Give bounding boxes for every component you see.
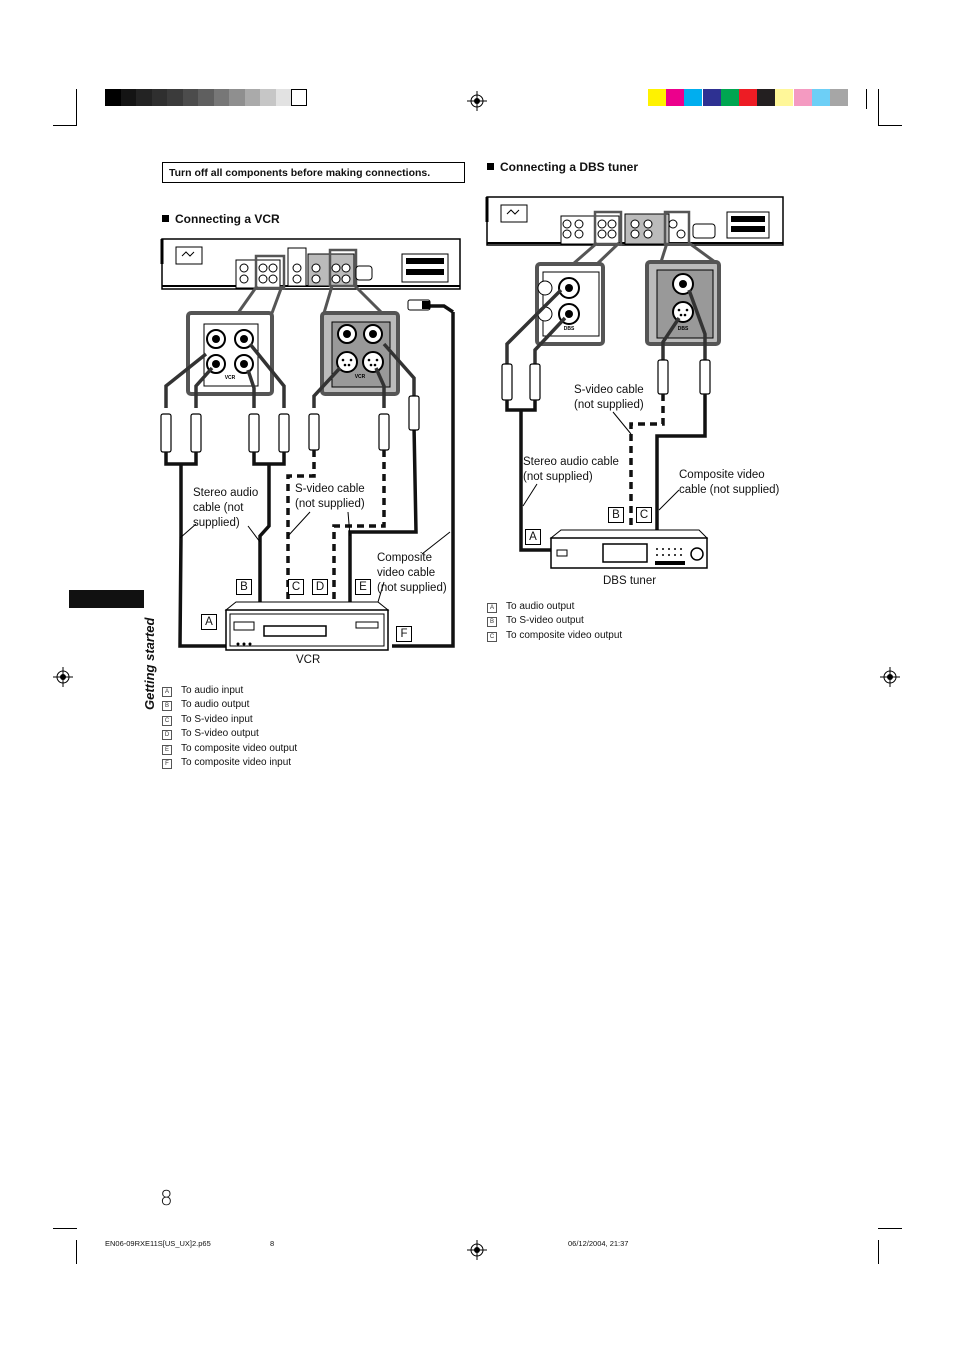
crop-mark xyxy=(76,1240,77,1264)
receiver-rear-panel xyxy=(160,238,461,290)
dbs-video-jack-closeup: DBS xyxy=(645,260,721,346)
gray-swatch xyxy=(105,89,121,106)
dbs-connection-diagram: DBS DBS xyxy=(485,196,784,569)
dbs-marker-a: A xyxy=(525,529,541,545)
registration-mark-icon xyxy=(53,667,73,687)
registration-mark-icon xyxy=(880,667,900,687)
dbs-heading: Connecting a DBS tuner xyxy=(487,160,638,174)
color-swatch xyxy=(775,89,794,106)
color-swatch xyxy=(793,89,812,106)
vcr-heading: Connecting a VCR xyxy=(162,212,280,226)
crop-mark xyxy=(878,89,879,125)
footer-timestamp: 06/12/2004, 21:37 xyxy=(568,1239,629,1248)
marker-a: A xyxy=(201,614,217,630)
gray-swatch xyxy=(244,89,261,106)
gray-swatch xyxy=(151,89,168,106)
color-swatch xyxy=(811,89,830,106)
vcr-device-label: VCR xyxy=(296,654,321,666)
marker-e: E xyxy=(355,579,371,595)
svg-text:DBS: DBS xyxy=(678,326,689,332)
gray-swatch xyxy=(198,89,214,106)
dbs-marker-c: C xyxy=(636,507,652,523)
crop-mark xyxy=(878,1228,902,1229)
color-swatch xyxy=(684,89,703,106)
footer-file: EN06-09RXE11S[US_UX]2.p65 xyxy=(105,1239,211,1248)
vcr-device xyxy=(224,601,390,651)
gray-swatch xyxy=(182,89,199,106)
receiver-rear-panel xyxy=(485,196,784,246)
crop-mark xyxy=(866,89,867,109)
color-swatch xyxy=(757,89,776,106)
video-jack-closeup: VCR xyxy=(320,311,400,396)
notice-box: Turn off all components before making co… xyxy=(162,162,465,183)
svg-text:DBS: DBS xyxy=(564,326,575,332)
dbs-stereo-cable-label: Stereo audio cable(not supplied) xyxy=(523,456,619,483)
marker-d: D xyxy=(312,579,328,595)
dbs-marker-b: B xyxy=(608,507,624,523)
color-swatch xyxy=(666,89,685,106)
dbs-audio-jack-closeup: DBS xyxy=(535,262,605,346)
marker-b: B xyxy=(236,579,252,595)
crop-mark xyxy=(878,125,902,126)
gray-swatch xyxy=(167,89,183,106)
color-swatch xyxy=(720,89,739,106)
marker-c: C xyxy=(288,579,304,595)
gray-swatch xyxy=(120,89,137,106)
page-number: 8 xyxy=(160,1186,173,1210)
color-swatch xyxy=(702,89,721,106)
color-swatch xyxy=(739,89,757,106)
crop-mark xyxy=(76,89,77,125)
color-swatch xyxy=(648,89,666,106)
vcr-connection-diagram: VCR VCR xyxy=(160,238,461,651)
gray-swatch xyxy=(136,89,152,106)
crop-mark xyxy=(53,1228,77,1229)
dbs-device-label: DBS tuner xyxy=(603,575,657,587)
section-tab-bar xyxy=(69,590,144,608)
footer-page: 8 xyxy=(270,1239,275,1248)
color-swatch xyxy=(830,89,848,106)
gray-swatch xyxy=(275,89,292,106)
section-tab-label: Getting started xyxy=(142,617,157,710)
crop-mark xyxy=(878,1240,879,1264)
gray-swatch xyxy=(260,89,276,106)
dbs-svideo-cable-label: S-video cable(not supplied) xyxy=(574,384,644,411)
registration-mark-icon xyxy=(467,91,487,111)
svg-text:VCR: VCR xyxy=(355,374,366,380)
dbs-tuner-device xyxy=(549,529,709,569)
registration-mark-icon xyxy=(467,1240,487,1260)
gray-swatch xyxy=(213,89,230,106)
gray-swatch xyxy=(291,89,307,106)
svg-text:VCR: VCR xyxy=(225,375,236,381)
gray-swatch xyxy=(229,89,245,106)
crop-mark xyxy=(53,125,77,126)
marker-f: F xyxy=(396,626,412,642)
svideo-cable-label: S-video cable(not supplied) xyxy=(295,483,365,510)
